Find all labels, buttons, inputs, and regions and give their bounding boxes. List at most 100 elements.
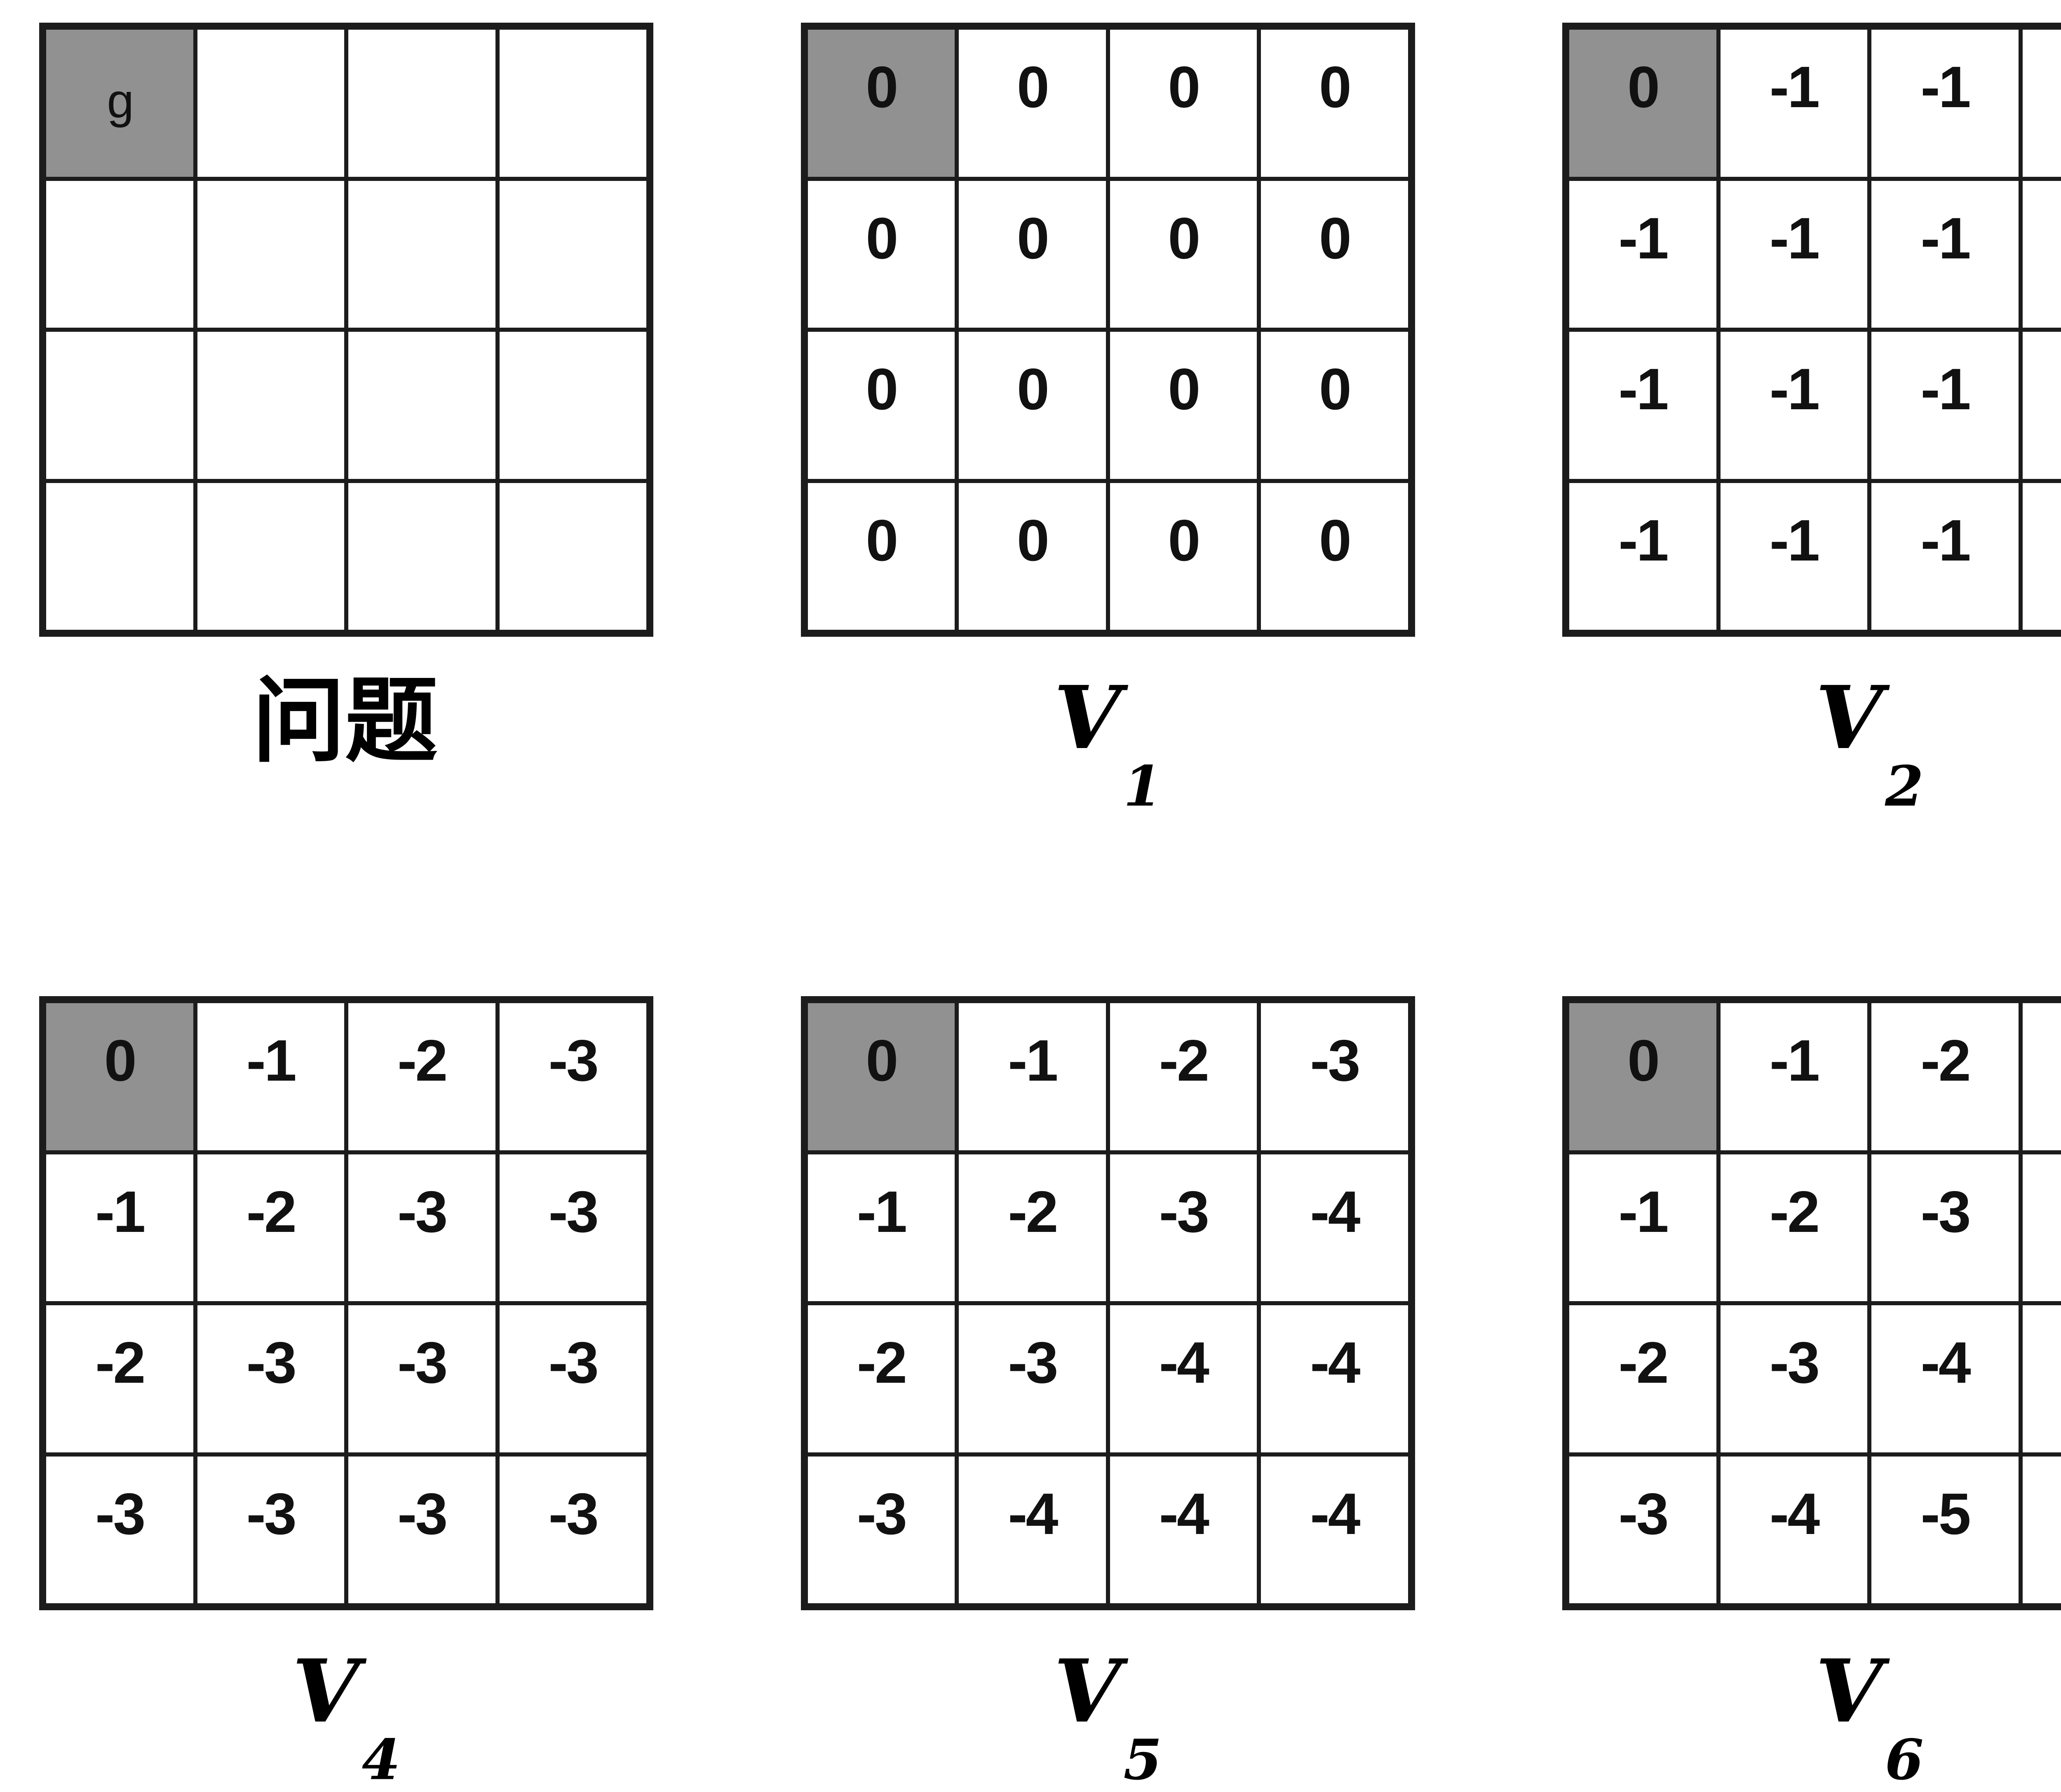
grid-label-text: V [1054,667,1121,769]
grid-cell-r1c3: -3 [497,1152,648,1303]
grid-cell-r0c1: 0 [957,28,1108,179]
grid-cell-r2c0: 0 [805,330,957,481]
grid-panel-problem: g 问题 [39,23,653,798]
grid-label-text: V [1815,1640,1883,1742]
grid-cell-r2c0: -2 [44,1303,195,1454]
grid-cell-r0c0-goal: 0 [1567,1001,1718,1152]
grid-cell-r1c1 [195,178,346,330]
grid-cell-r1c0: -1 [44,1152,195,1303]
grid-cell-r2c0 [44,330,195,481]
grid-label-subscript: 2 [1885,753,1924,819]
grid-cell-r0c3: -1 [2020,28,2061,179]
grid-cell-r0c2 [346,28,498,179]
grid-cell-r3c3: -1 [2020,481,2061,632]
grid-cell-r3c1: -4 [957,1454,1108,1605]
grid-cell-r0c0-goal: 0 [1567,28,1718,179]
grid-problem: g [39,23,653,637]
grid-cell-r0c1: -1 [957,1001,1108,1152]
grid-v2: 0-1-1-1-1-1-1-1-1-1-1-1-1-1-1-1 [1562,23,2061,637]
grid-cell-r0c1 [195,28,346,179]
grid-cell-r1c2: -3 [1108,1152,1259,1303]
grid-cell-r0c1: -1 [1718,28,1870,179]
grid-cell-r0c3: -3 [497,1001,648,1152]
grid-cell-r1c3: -4 [1259,1152,1410,1303]
grid-cell-r2c1: -1 [1718,330,1870,481]
grid-cell-r2c2: -3 [346,1303,498,1454]
grid-cell-r3c3: -3 [497,1454,648,1605]
grid-cell-r2c2: -4 [1108,1303,1259,1454]
grid-v6: 0-1-2-3-1-2-3-4-2-3-4-5-3-4-5-5 [1562,996,2061,1610]
grid-cell-r2c0: -2 [805,1303,957,1454]
grid-label-subscript: 6 [1885,1727,1924,1792]
grid-cell-r0c0-goal: 0 [44,1001,195,1152]
grid-cell-r1c0: -1 [1567,178,1718,330]
grid-cell-r1c1: 0 [957,178,1108,330]
grid-cell-r1c0: -1 [805,1152,957,1303]
grid-cell-r2c3: 0 [1259,330,1410,481]
grid-cell-r2c1: -3 [195,1303,346,1454]
grid-cell-r3c1: 0 [957,481,1108,632]
grid-cell-r3c2: 0 [1108,481,1259,632]
grid-label-text: V [1815,667,1883,769]
grid-v4: 0-1-2-3-1-2-3-3-2-3-3-3-3-3-3-3 [39,996,653,1610]
grid-cell-r0c2: 0 [1108,28,1259,179]
grid-panel-v2: 0-1-1-1-1-1-1-1-1-1-1-1-1-1-1-1 V2 [1562,23,2061,814]
grid-cell-r3c2 [346,481,498,632]
grid-cell-r3c0 [44,481,195,632]
grid-cell-r2c1: -3 [957,1303,1108,1454]
grid-cell-r2c3: -4 [1259,1303,1410,1454]
grid-cell-r1c0: 0 [805,178,957,330]
grid-cell-r1c3 [497,178,648,330]
grid-cell-r3c0: 0 [805,481,957,632]
grid-cell-r0c2: -1 [1869,28,2021,179]
grid-cell-r0c0-goal: 0 [805,1001,957,1152]
grid-cell-r3c2: -3 [346,1454,498,1605]
grid-cell-r0c2: -2 [346,1001,498,1152]
grid-cell-r2c2: 0 [1108,330,1259,481]
grid-cell-r2c3: -5 [2020,1303,2061,1454]
grid-cell-r0c1: -1 [1718,1001,1870,1152]
grid-cell-r1c0 [44,178,195,330]
grid-label-subscript: 5 [1123,1727,1162,1792]
grid-cell-r1c3: -4 [2020,1152,2061,1303]
grid-cell-r3c0: -3 [44,1454,195,1605]
grid-cell-r0c3: -3 [2020,1001,2061,1152]
grid-cell-r1c2: 0 [1108,178,1259,330]
grid-cell-r2c2: -1 [1869,330,2021,481]
grid-cell-r3c0: -3 [1567,1454,1718,1605]
grid-cell-r1c2: -1 [1869,178,2021,330]
grid-cell-r0c2: -2 [1869,1001,2021,1152]
grid-cell-r1c1: -2 [957,1152,1108,1303]
grid-cell-r3c3 [497,481,648,632]
grid-cell-r2c0: -2 [1567,1303,1718,1454]
grid-cell-r3c0: -3 [805,1454,957,1605]
grid-label-text: V [292,1640,359,1742]
grid-label-subscript: 1 [1123,753,1162,819]
grid-cell-r2c0: -1 [1567,330,1718,481]
grid-cell-r3c1: -3 [195,1454,346,1605]
grid-cell-r0c2: -2 [1108,1001,1259,1152]
grid-cell-r1c1: -2 [1718,1152,1870,1303]
grid-cell-r2c1 [195,330,346,481]
grid-cell-r3c3: -4 [1259,1454,1410,1605]
grid-label-subscript: 4 [361,1727,401,1792]
grid-cell-r1c2: -3 [346,1152,498,1303]
grid-cell-r2c2 [346,330,498,481]
grid-cell-r2c2: -4 [1869,1303,2021,1454]
grid-panel-v6: 0-1-2-3-1-2-3-4-2-3-4-5-3-4-5-5 V6 [1562,996,2061,1787]
grid-cell-r2c1: 0 [957,330,1108,481]
grid-cell-r3c3: -5 [2020,1454,2061,1605]
grid-cell-r2c3: -3 [497,1303,648,1454]
grid-cell-r0c0-goal: 0 [805,28,957,179]
grid-cell-r1c2 [346,178,498,330]
grid-cell-r3c3: 0 [1259,481,1410,632]
